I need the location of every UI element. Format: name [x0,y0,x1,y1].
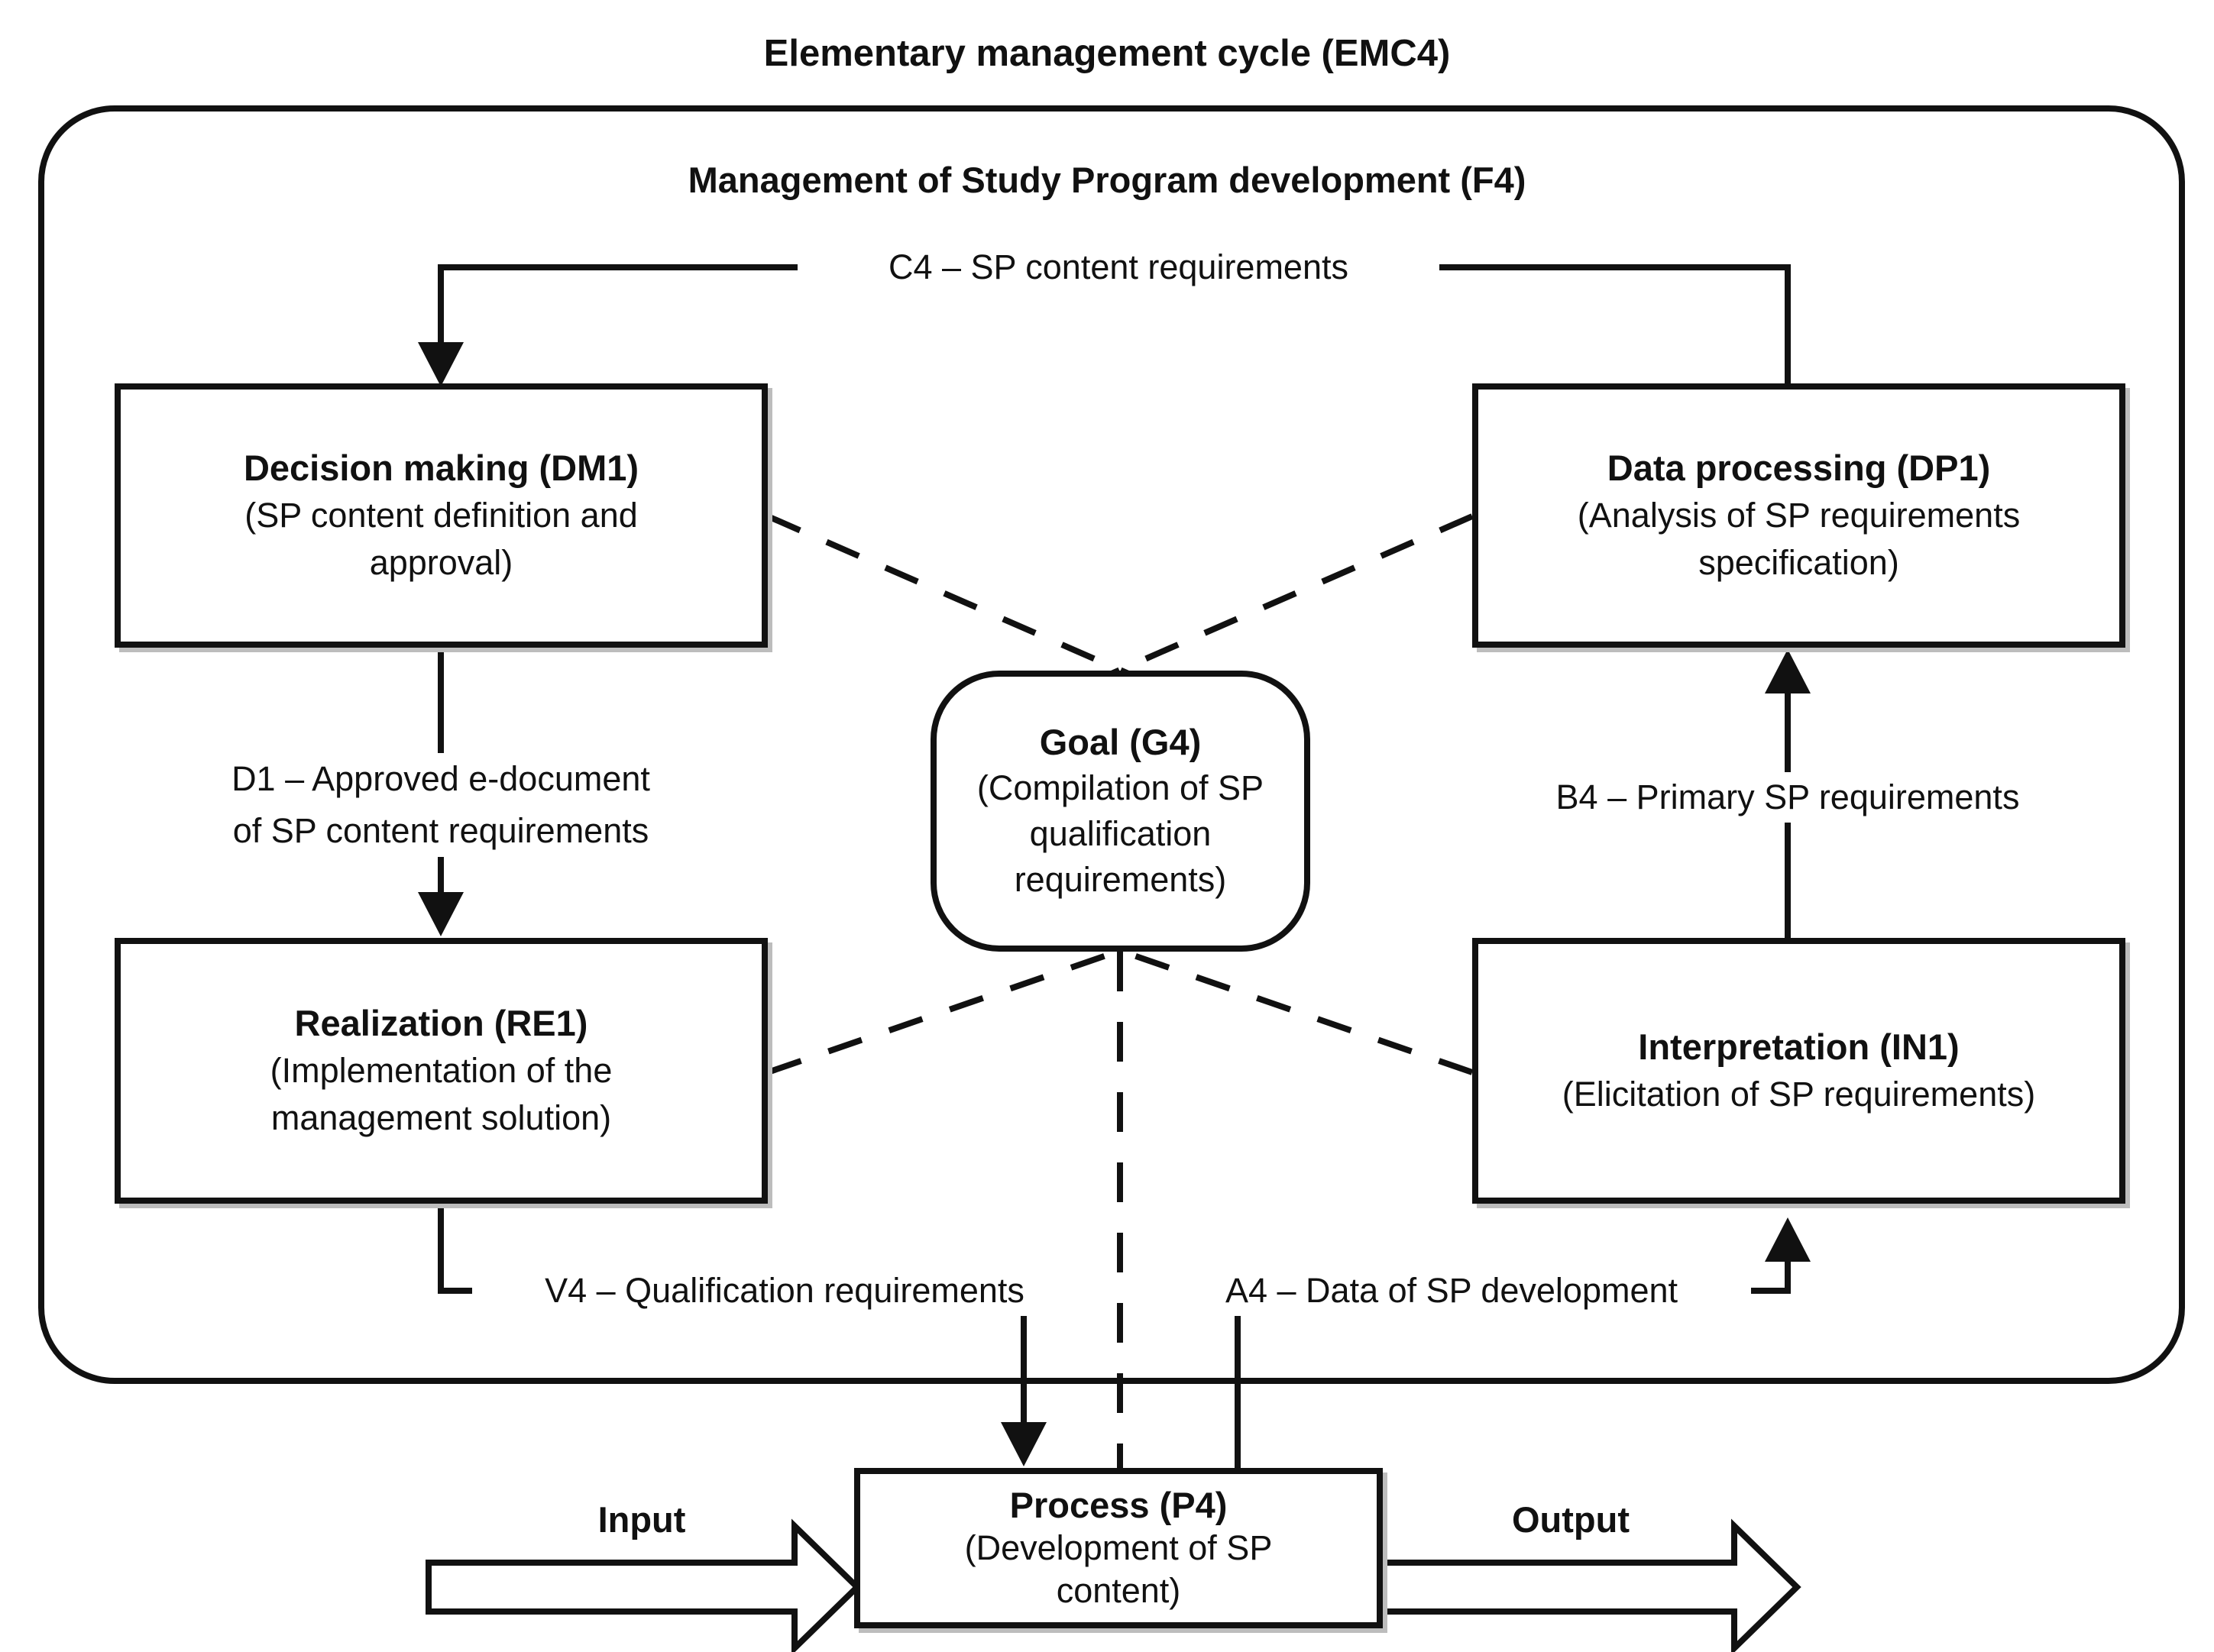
node-title: Realization (RE1) [294,1003,588,1043]
node-subtitle: (SP content definition and approval) [244,496,638,582]
flow-label-a4: A4 – Data of SP development [1152,1266,1751,1316]
flow-label-b4: B4 – Primary SP requirements [1474,772,2101,823]
node-realization: Realization (RE1) (Implementation of the… [115,938,768,1204]
goal-link-in1-dashed-line [1068,930,1474,1075]
c4-arrowhead-down-icon [418,342,464,386]
node-title: Process (P4) [1009,1485,1228,1525]
emc4-frame [38,105,2185,1384]
node-goal: Goal (G4) (Compilation of SP qualificati… [931,671,1310,952]
node-subtitle: (Development of SP content) [964,1528,1273,1610]
flow-label-d1: D1 – Approved e-document of SP content r… [158,753,723,857]
b4-arrowhead-up-icon [1765,649,1811,693]
flow-label-v4: V4 – Qualification requirements [472,1266,1097,1316]
page-title: Elementary management cycle (EMC4) [763,33,1451,74]
node-title: Data processing (DP1) [1607,448,1991,488]
node-subtitle: (Compilation of SP qualification require… [976,768,1264,899]
goal-link-re1-dashed-line [766,930,1172,1075]
node-subtitle: (Implementation of the management soluti… [270,1051,613,1137]
v4-connector-line [438,1204,1027,1439]
input-label: Input [597,1499,686,1540]
node-title: Goal (G4) [1039,722,1202,762]
d1-arrowhead-down-icon [418,892,464,936]
output-arrow-icon [1381,1518,1801,1652]
a4-arrowhead-up-icon [1765,1217,1811,1262]
node-process: Process (P4) (Development of SP content) [854,1468,1383,1628]
node-data-processing: Data processing (DP1) (Analysis of SP re… [1472,383,2125,648]
goal-link-dp1-dashed-line [1068,513,1474,695]
flow-label-d1-line2: of SP content requirements [232,811,649,850]
goal-link-dm1-dashed-line [766,513,1172,695]
node-decision-making: Decision making (DM1) (SP content defini… [115,383,768,648]
flow-label-c4: C4 – SP content requirements [798,242,1439,293]
v4-arrowhead-down-icon [1001,1422,1047,1466]
node-title: Decision making (DM1) [243,448,639,488]
input-arrow-icon [426,1518,862,1652]
node-title: Interpretation (IN1) [1638,1026,1960,1067]
node-subtitle: (Analysis of SP requirements specificati… [1577,496,2021,582]
subsystem-title: Management of Study Program development … [688,160,1526,200]
flow-label-d1-line1: D1 – Approved e-document [231,759,650,798]
node-interpretation: Interpretation (IN1) (Elicitation of SP … [1472,938,2125,1204]
node-subtitle: (Elicitation of SP requirements) [1562,1075,2036,1114]
output-label: Output [1512,1499,1630,1540]
